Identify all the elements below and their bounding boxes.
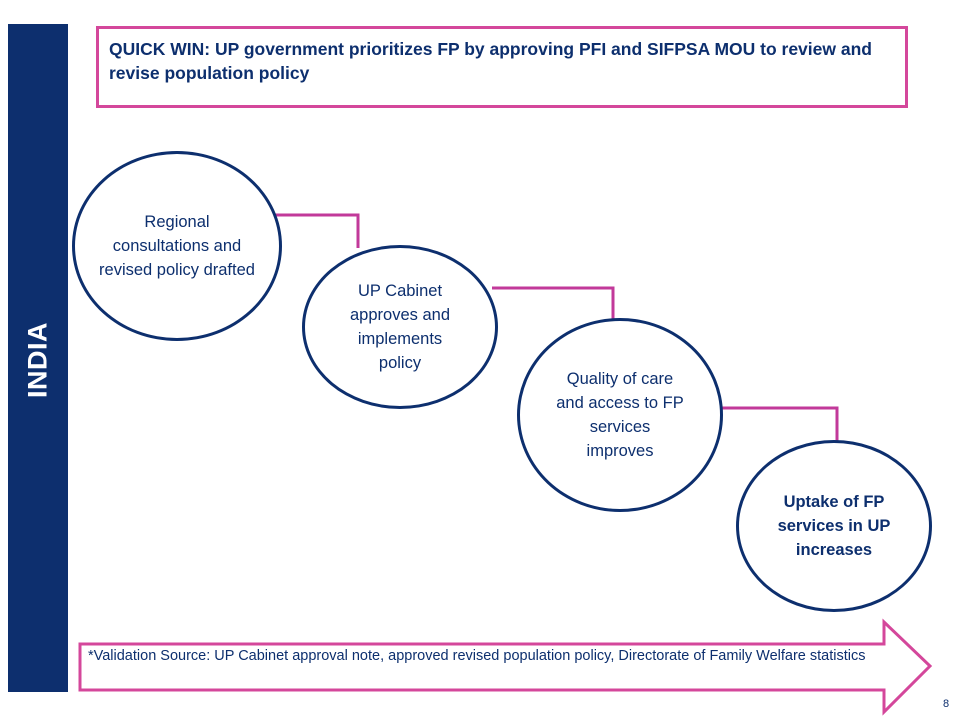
sidebar-band <box>8 24 68 692</box>
connector-2-3 <box>492 286 615 322</box>
page-title: QUICK WIN: UP government prioritizes FP … <box>109 39 872 83</box>
title-box: QUICK WIN: UP government prioritizes FP … <box>96 26 908 108</box>
validation-source-note: *Validation Source: UP Cabinet approval … <box>88 648 866 664</box>
step-circle-2: UP Cabinet approves and implements polic… <box>302 245 498 409</box>
step-label-1: Regional consultations and revised polic… <box>99 213 255 279</box>
page-number: 8 <box>943 698 950 710</box>
connector-1-2 <box>272 213 360 248</box>
step-circle-4: Uptake of FP services in UP increases <box>736 440 932 612</box>
step-label-2: UP Cabinet approves and implements polic… <box>350 282 450 372</box>
connector-3-4 <box>718 406 839 442</box>
step-label-3: Quality of care and access to FP service… <box>556 370 684 460</box>
step-circle-3: Quality of care and access to FP service… <box>517 318 723 512</box>
step-circle-1: Regional consultations and revised polic… <box>72 151 282 341</box>
step-label-4: Uptake of FP services in UP increases <box>777 493 891 559</box>
